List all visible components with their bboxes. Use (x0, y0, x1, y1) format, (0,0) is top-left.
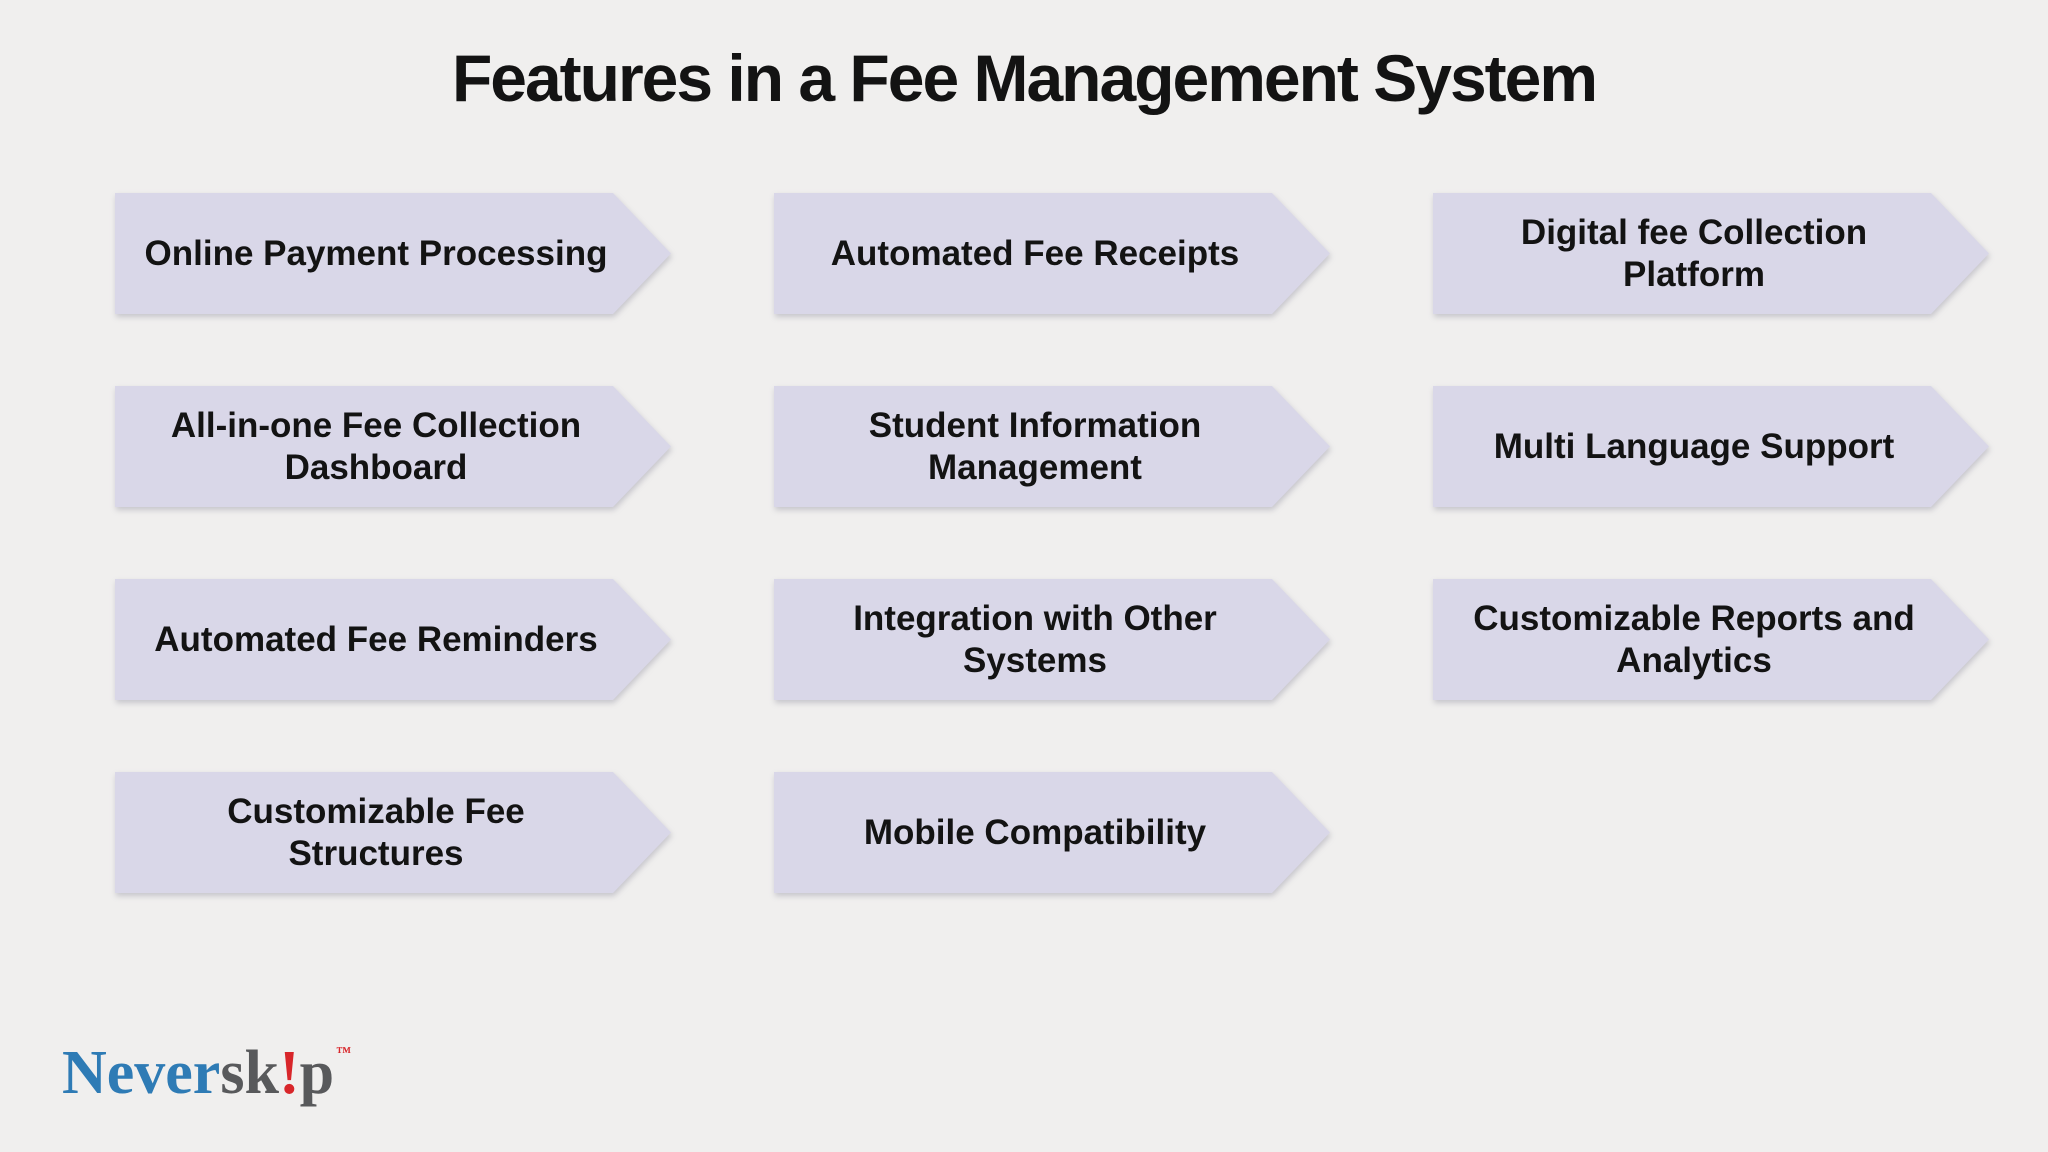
feature-label: Digital fee Collection Platform (1520, 213, 1868, 294)
arrow-shape: Student Information Management (774, 386, 1330, 507)
feature-arrow: Multi Language Support (1433, 386, 1989, 507)
arrow-shape: All-in-one Fee Collection Dashboard (115, 386, 671, 507)
feature-label: Automated Fee Reminders (154, 619, 598, 659)
feature-label: Automated Fee Receipts (830, 233, 1240, 273)
feature-arrow: Automated Fee Receipts (774, 193, 1330, 314)
feature-arrow: Student Information Management (774, 386, 1330, 507)
features-grid: Online Payment Processing Automated Fee … (115, 193, 1989, 893)
arrow-shape: Integration with Other Systems (774, 579, 1330, 700)
arrow-shape: Customizable Reports and Analytics (1433, 579, 1989, 700)
feature-label: Integration with Other Systems (853, 599, 1217, 680)
arrow-shape: Customizable Fee Structures (115, 772, 671, 893)
feature-label: Multi Language Support (1493, 426, 1895, 466)
logo-exclamation: ! (278, 1039, 300, 1107)
logo-p: p (299, 1039, 335, 1107)
logo-trademark: ™ (336, 1045, 352, 1061)
feature-label: Customizable Reports and Analytics (1473, 599, 1915, 680)
feature-label: Student Information Management (868, 406, 1202, 487)
arrow-shape: Automated Fee Receipts (774, 193, 1330, 314)
page-title: Features in a Fee Management System (451, 41, 1598, 115)
feature-arrow: Online Payment Processing (115, 193, 671, 314)
feature-arrow: Customizable Reports and Analytics (1433, 579, 1989, 700)
feature-arrow: Mobile Compatibility (774, 772, 1330, 893)
feature-arrow: Digital fee Collection Platform (1433, 193, 1989, 314)
feature-label: Customizable Fee Structures (227, 792, 525, 873)
arrow-shape: Online Payment Processing (115, 193, 671, 314)
feature-arrow: All-in-one Fee Collection Dashboard (115, 386, 671, 507)
arrow-shape: Digital fee Collection Platform (1433, 193, 1989, 314)
arrow-shape: Mobile Compatibility (774, 772, 1330, 893)
logo-sk: sk (220, 1039, 279, 1107)
logo-never: Never (62, 1039, 221, 1107)
feature-arrow: Automated Fee Reminders (115, 579, 671, 700)
arrow-shape: Multi Language Support (1433, 386, 1989, 507)
feature-label: Online Payment Processing (144, 233, 608, 273)
feature-label: Mobile Compatibility (863, 812, 1207, 852)
arrow-shape: Automated Fee Reminders (115, 579, 671, 700)
feature-arrow: Integration with Other Systems (774, 579, 1330, 700)
feature-label: All-in-one Fee Collection Dashboard (170, 406, 582, 487)
feature-arrow: Customizable Fee Structures (115, 772, 671, 893)
